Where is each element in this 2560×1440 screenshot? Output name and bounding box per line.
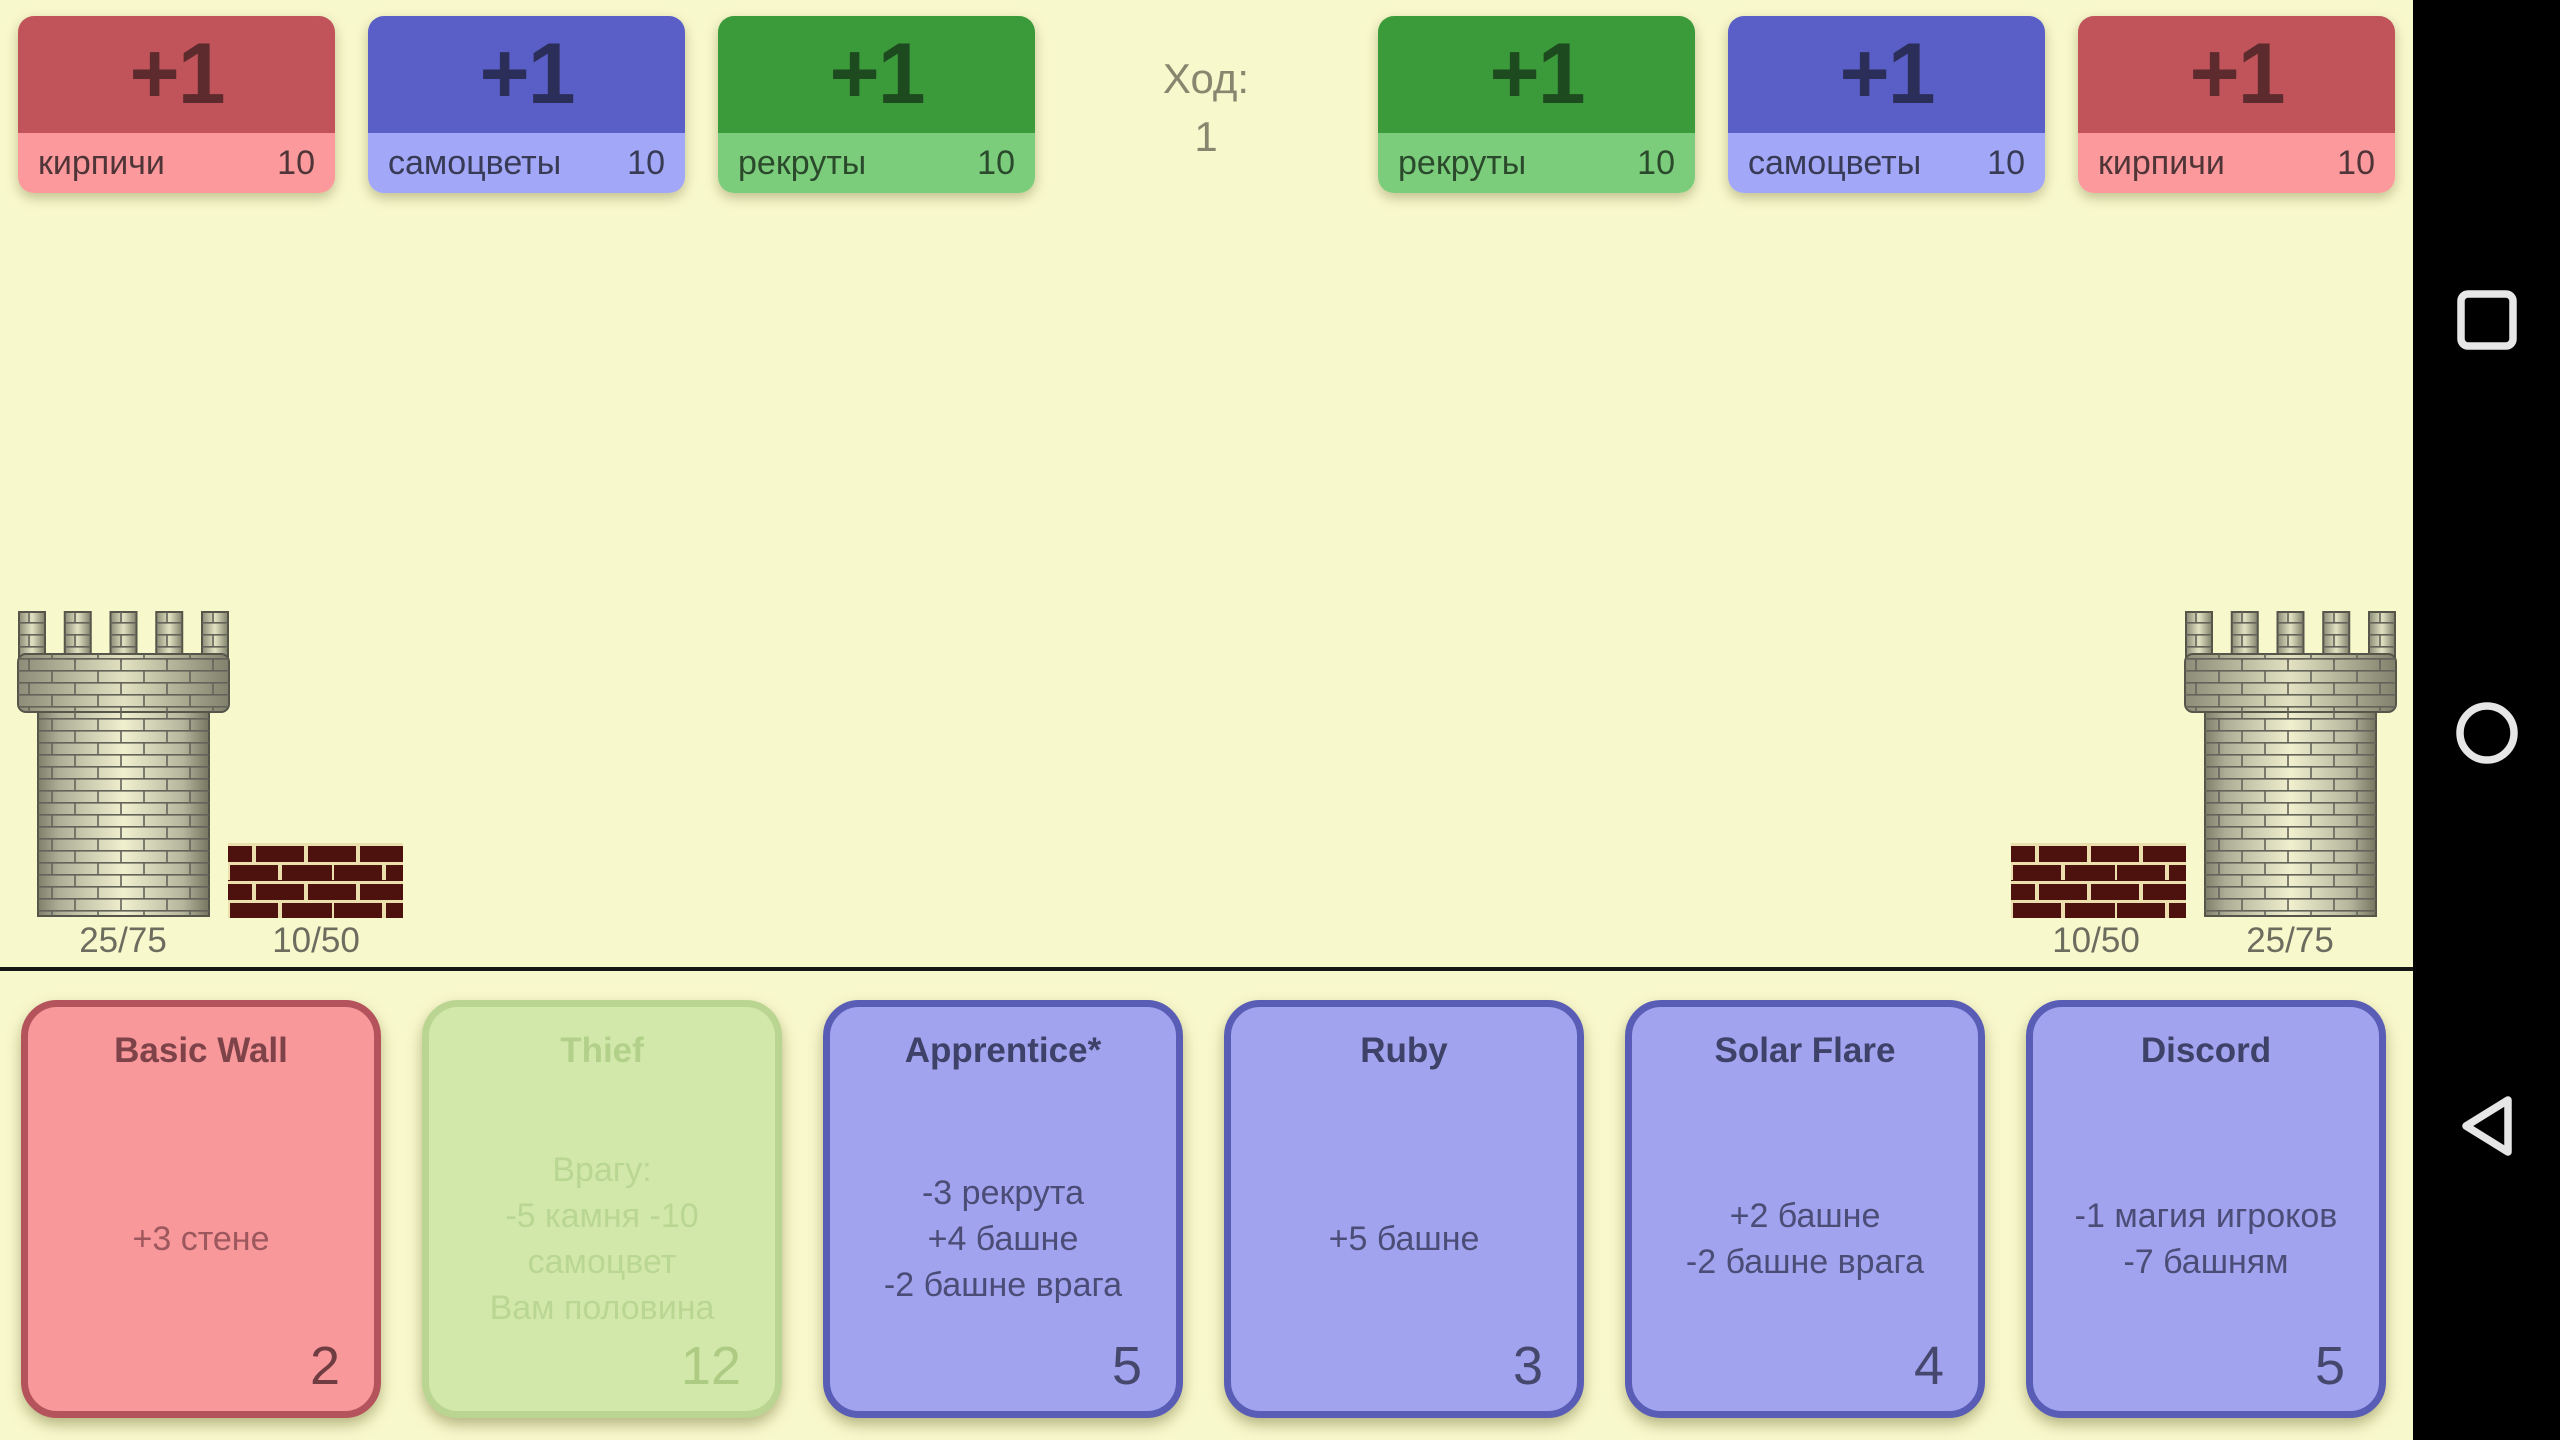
resource-amount: 10 [2337, 143, 2375, 182]
resource-name: самоцветы [388, 143, 562, 182]
card-effect: -1 магия игроков -7 башням [2074, 1197, 2338, 1281]
card-effect: Врагу: -5 камня -10 самоцвет Вам половин… [489, 1151, 715, 1327]
turn-value: 1 [1194, 113, 1218, 160]
resource-delta: +1 [18, 16, 335, 133]
resource-card-bricks-right: +1 кирпичи 10 [2078, 16, 2395, 193]
resource-delta: +1 [2078, 16, 2395, 133]
hand-card-apprentice[interactable]: Apprentice* -3 рекрута +4 башне -2 башне… [823, 1000, 1183, 1418]
card-cost: 5 [1111, 1336, 1142, 1396]
resource-delta: +1 [368, 16, 685, 133]
enemy-wall-icon [2011, 843, 2186, 918]
recents-square-icon [2456, 290, 2517, 350]
resource-card-recruits-right: +1 рекруты 10 [1378, 16, 1695, 193]
resource-card-gems-left: +1 самоцветы 10 [368, 16, 685, 193]
resource-name: кирпичи [2098, 143, 2225, 182]
enemy-tower-icon [2184, 610, 2397, 917]
resource-card-recruits-left: +1 рекруты 10 [718, 16, 1035, 193]
card-cost: 12 [680, 1336, 741, 1396]
card-title: Basic Wall [114, 1031, 288, 1070]
hand-card-ruby[interactable]: Ruby +5 башне 3 [1224, 1000, 1584, 1418]
resource-amount: 10 [1637, 143, 1675, 182]
card-title: Solar Flare [1714, 1031, 1896, 1070]
card-effect: +3 стене [132, 1220, 270, 1258]
resource-delta: +1 [1728, 16, 2045, 133]
android-nav-bar [2413, 0, 2560, 1440]
card-effect: +2 башне -2 башне врага [1685, 1197, 1925, 1281]
resource-card-bricks-left: +1 кирпичи 10 [18, 16, 335, 193]
home-button[interactable] [2413, 702, 2560, 764]
resource-amount: 10 [277, 143, 315, 182]
resource-name: рекруты [1398, 143, 1527, 182]
player-tower-icon [17, 610, 230, 917]
card-cost: 2 [309, 1336, 340, 1396]
enemy-tower-hp: 25/75 [2246, 921, 2334, 960]
card-cost: 3 [1512, 1336, 1543, 1396]
hand-card-solar-flare[interactable]: Solar Flare +2 башне -2 башне врага 4 [1625, 1000, 1985, 1418]
player-wall-hp: 10/50 [272, 921, 360, 960]
hand-card-basic-wall[interactable]: Basic Wall +3 стене 2 [21, 1000, 381, 1418]
resource-amount: 10 [627, 143, 665, 182]
player-wall-icon [228, 843, 403, 918]
card-cost: 4 [1913, 1336, 1944, 1396]
card-effect: -3 рекрута +4 башне -2 башне врага [883, 1174, 1123, 1304]
card-title: Apprentice* [904, 1031, 1102, 1070]
card-cost: 5 [2314, 1336, 2345, 1396]
hand-card-thief[interactable]: Thief Врагу: -5 камня -10 самоцвет Вам п… [422, 1000, 782, 1418]
resource-delta: +1 [1378, 16, 1695, 133]
hand-separator-line [0, 967, 2413, 971]
resource-amount: 10 [977, 143, 1015, 182]
resource-name: рекруты [738, 143, 867, 182]
resource-name: самоцветы [1748, 143, 1922, 182]
resource-amount: 10 [1987, 143, 2025, 182]
card-title: Thief [560, 1031, 644, 1070]
home-circle-icon [2455, 702, 2518, 764]
back-button[interactable] [2413, 1093, 2560, 1159]
card-title: Discord [2140, 1031, 2272, 1070]
card-title: Ruby [1360, 1031, 1448, 1070]
resource-name: кирпичи [38, 143, 165, 182]
recents-button[interactable] [2413, 289, 2560, 351]
player-tower-hp: 25/75 [79, 921, 167, 960]
back-triangle-icon [2461, 1096, 2512, 1156]
card-effect: +5 башне [1328, 1220, 1480, 1258]
resource-card-gems-right: +1 самоцветы 10 [1728, 16, 2045, 193]
resource-delta: +1 [718, 16, 1035, 133]
turn-label: Ход: [1162, 55, 1250, 102]
turn-indicator: Ход: 1 [1106, 50, 1306, 166]
hand-card-discord[interactable]: Discord -1 магия игроков -7 башням 5 [2026, 1000, 2386, 1418]
enemy-wall-hp: 10/50 [2052, 921, 2140, 960]
